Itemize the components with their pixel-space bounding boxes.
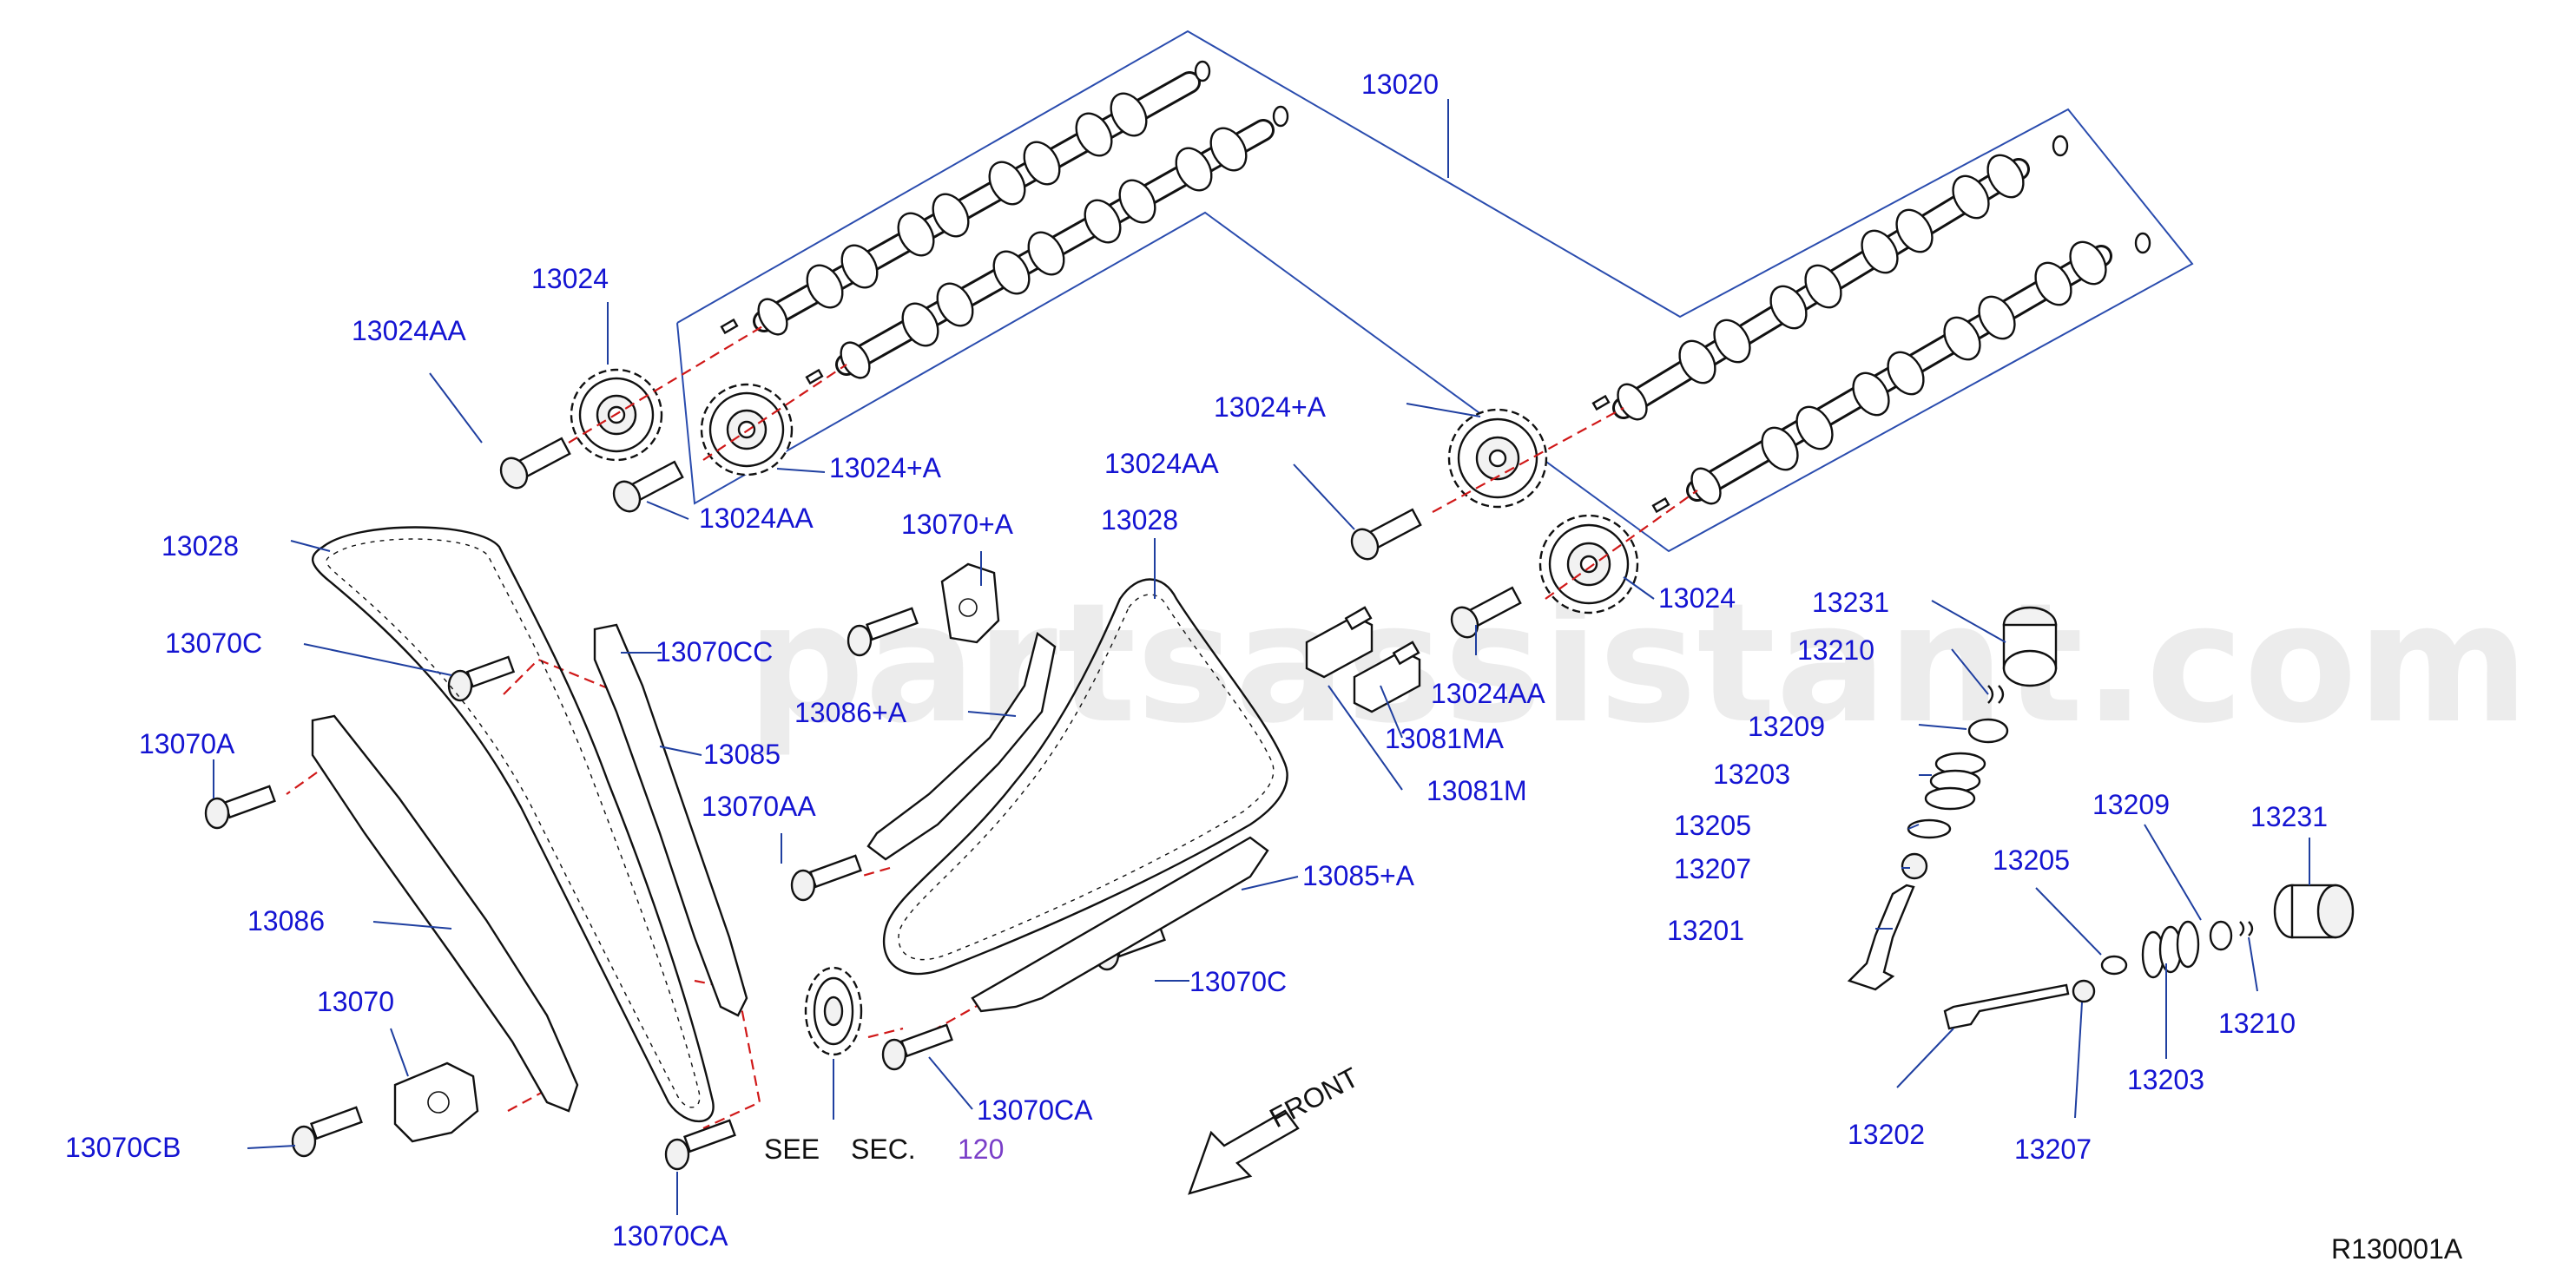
seal-13207-upper [1901, 852, 1928, 880]
valve-13202 [1943, 983, 2070, 1030]
label-13024aa[interactable]: 13024AA [699, 503, 814, 534]
slipper-13081m [1305, 606, 1374, 679]
part-labels: 13020 13024 13024AA 13024+A 13024AA 1302… [65, 69, 2328, 1252]
label-13070-plus-a[interactable]: 13070+A [901, 509, 1014, 540]
spring-13203-upper [1924, 752, 1986, 811]
label-13070aa[interactable]: 13070AA [702, 791, 816, 822]
chain-guide-13086-plus-a [866, 631, 1057, 861]
camshaft-left-upper [753, 60, 1211, 336]
label-13207[interactable]: 13207 [2014, 1134, 2092, 1165]
valve-13201 [1847, 884, 1915, 991]
section-link-120[interactable]: 120 [958, 1134, 1004, 1165]
label-13201[interactable]: 13201 [1667, 915, 1744, 946]
label-13085-plus-a[interactable]: 13085+A [1302, 860, 1415, 891]
label-13024-plus-a[interactable]: 13024+A [1214, 391, 1327, 423]
tensioner-13070-plus-a [940, 562, 1000, 644]
lifter-13231-upper [2002, 606, 2058, 687]
label-13209[interactable]: 13209 [1748, 711, 1825, 742]
label-13070cc[interactable]: 13070CC [656, 636, 773, 667]
keeper-13210-lower [2239, 921, 2254, 936]
label-13209[interactable]: 13209 [2092, 789, 2170, 820]
timing-chain-right [883, 578, 1288, 976]
bolt-13070ca-right [881, 1023, 953, 1071]
bolt-13070cb [291, 1106, 363, 1158]
keeper-13210-upper [1987, 685, 2005, 704]
spring-13203-lower [2141, 920, 2200, 979]
slipper-13081ma [1353, 641, 1421, 713]
see-text: SEE [764, 1134, 820, 1165]
camshaft-right-lower [1686, 232, 2151, 505]
chain-guide-13085-plus-a [971, 836, 1269, 1013]
tensioner-13070 [393, 1061, 479, 1143]
chain-guide-13085 [593, 623, 748, 1017]
label-13205[interactable]: 13205 [1674, 810, 1751, 841]
camshaft-right-upper [1612, 135, 2069, 421]
seat-13205-lower [2100, 955, 2128, 976]
label-13070ca[interactable]: 13070CA [612, 1220, 728, 1252]
label-13210[interactable]: 13210 [1797, 634, 1874, 666]
bolt-13024aa-upper-left [499, 437, 571, 490]
label-13210[interactable]: 13210 [2218, 1008, 2296, 1039]
timing-chain-left [312, 526, 715, 1123]
cam-sprocket-left-2 [700, 383, 794, 476]
bolt-13070c-left [447, 655, 516, 702]
label-13081ma[interactable]: 13081MA [1385, 723, 1505, 754]
label-13024aa[interactable]: 13024AA [352, 315, 466, 346]
cam-sprocket-right-1 [1447, 408, 1548, 509]
label-13081m[interactable]: 13081M [1426, 775, 1527, 806]
bolt-13070ca-left [664, 1119, 736, 1171]
label-13070c[interactable]: 13070C [1189, 966, 1287, 997]
cam-sprocket-right-2 [1538, 514, 1639, 614]
retainer-13209-upper [1967, 718, 2009, 744]
label-13028[interactable]: 13028 [1101, 504, 1178, 536]
lifter-13231-lower [2273, 884, 2355, 939]
bolt-13024aa-right-upper [1350, 508, 1422, 561]
label-13086[interactable]: 13086 [247, 905, 325, 936]
label-13070ca[interactable]: 13070CA [977, 1094, 1093, 1126]
label-13231[interactable]: 13231 [2250, 801, 2328, 832]
camshaft-left-lower [835, 105, 1289, 379]
seal-13207-lower [2072, 979, 2096, 1003]
bolt-13070c-upper [847, 607, 919, 657]
label-13024aa[interactable]: 13024AA [1104, 448, 1219, 479]
label-13024-plus-a[interactable]: 13024+A [829, 452, 942, 483]
dowel-pins [720, 318, 1670, 514]
label-13085[interactable]: 13085 [703, 739, 781, 770]
label-13203[interactable]: 13203 [2127, 1064, 2204, 1095]
leader-lines [213, 99, 2310, 1215]
front-arrow: FRONT [1188, 1061, 1364, 1195]
sec-text: SEC. [851, 1134, 916, 1165]
label-13202[interactable]: 13202 [1848, 1119, 1925, 1150]
label-13070c[interactable]: 13070C [165, 628, 262, 659]
label-13024[interactable]: 13024 [1658, 582, 1736, 614]
camshaft-group-frame [676, 30, 2194, 553]
seat-13205-upper [1907, 818, 1952, 839]
bolt-13070a [204, 785, 276, 830]
bolt-13070aa [790, 854, 862, 902]
label-13024aa[interactable]: 13024AA [1431, 678, 1545, 709]
bolt-13024aa-lower-left [612, 460, 684, 513]
label-13070[interactable]: 13070 [317, 986, 394, 1017]
front-label: FRONT [1264, 1061, 1363, 1134]
bolt-13024aa-right-lower [1450, 586, 1522, 639]
label-13207[interactable]: 13207 [1674, 853, 1751, 884]
label-13086-plus-a[interactable]: 13086+A [794, 697, 907, 728]
crank-sprocket [804, 966, 863, 1056]
label-13070cb[interactable]: 13070CB [65, 1132, 181, 1163]
label-13024[interactable]: 13024 [531, 263, 609, 294]
label-13203[interactable]: 13203 [1713, 759, 1790, 790]
label-13020[interactable]: 13020 [1361, 69, 1439, 100]
label-13070a[interactable]: 13070A [139, 728, 235, 759]
diagram-id: R130001A [2331, 1233, 2463, 1265]
label-13231[interactable]: 13231 [1812, 587, 1889, 618]
label-13028[interactable]: 13028 [161, 530, 239, 562]
label-13205[interactable]: 13205 [1993, 844, 2070, 876]
tensioner-arm-13086 [311, 714, 579, 1113]
retainer-13209-lower [2209, 920, 2233, 951]
